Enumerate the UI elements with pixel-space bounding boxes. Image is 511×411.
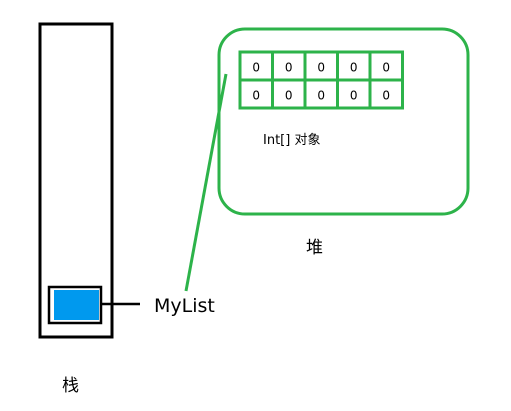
array-object-label: Int[] 对象 [263, 133, 320, 148]
array-cell-value: 0 [252, 61, 260, 75]
array-cell-value: 0 [317, 89, 325, 103]
int-array-grid: 0 0 0 0 0 0 0 0 0 0 [238, 50, 404, 110]
heap-label: 堆 [306, 238, 323, 258]
array-cell-value: 0 [350, 61, 358, 75]
array-cell-value: 0 [252, 89, 260, 103]
stack-frame [38, 22, 114, 339]
heap-region [217, 27, 470, 216]
reference-value [54, 290, 99, 320]
stack-label: 栈 [62, 376, 79, 396]
array-cell-value: 0 [382, 89, 390, 103]
array-cell-value: 0 [285, 61, 293, 75]
reference-slot [47, 285, 103, 325]
array-cell-value: 0 [317, 61, 325, 75]
reference-label: MyList [154, 295, 215, 317]
array-cell-value: 0 [350, 89, 358, 103]
array-cell-value: 0 [382, 61, 390, 75]
array-cell-value: 0 [285, 89, 293, 103]
